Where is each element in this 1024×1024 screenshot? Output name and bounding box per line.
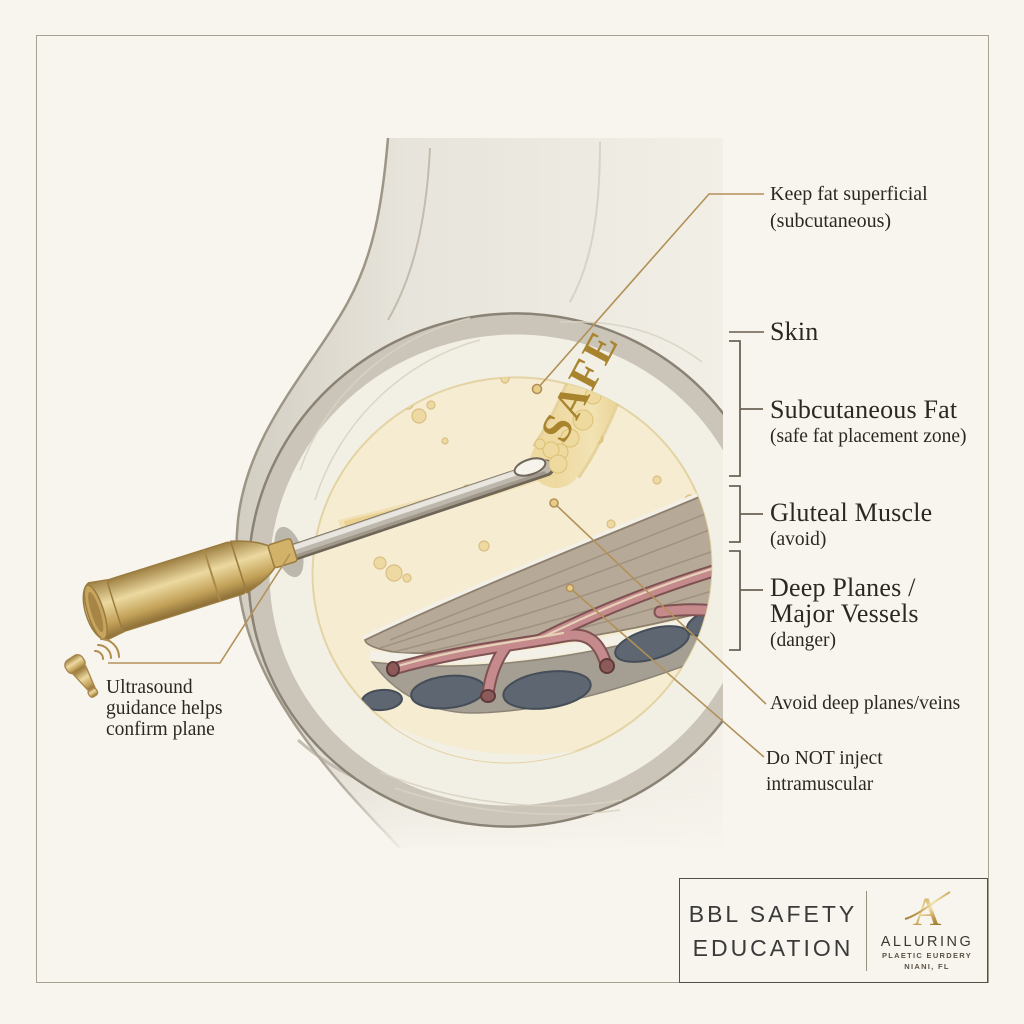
brand-location: NIANI, FL [904, 962, 950, 971]
ultrasound-probe-icon [64, 638, 120, 698]
layer-note: (danger) [770, 630, 837, 651]
annotation-ultrasound-guidance: Ultrasound guidance helps confirm plane [106, 677, 222, 740]
annotation-avoid-deep-planes: Avoid deep planes/veins [770, 693, 961, 714]
brand-logo: A ALLURING PLAETIC EURDERY NIANI, FL [867, 889, 987, 972]
layer-label: Subcutaneous Fat [770, 395, 958, 424]
deep-vessel-layer [361, 561, 723, 714]
ultrasound-waves-icon [94, 638, 120, 660]
annotation-line: guidance helps [106, 698, 223, 719]
brand-logo-monogram-icon: A [904, 889, 951, 933]
layer-note: (avoid) [770, 529, 827, 550]
annotation-line: Keep fat superficial [770, 183, 928, 205]
dermis-texture [299, 317, 703, 815]
cannula-handle [82, 538, 298, 641]
cannula-highlight [281, 461, 546, 554]
annotation-line: Ultrasound [106, 677, 193, 698]
annotation-keep-fat-superficial: Keep fat superficial (subcutaneous) [770, 181, 928, 235]
label-gluteal-muscle: Gluteal Muscle (avoid) [770, 500, 932, 551]
leader-lines [108, 193, 767, 758]
annotation-line: intramuscular [766, 774, 874, 795]
cannula [82, 438, 568, 641]
annotation-line: (subcutaneous) [770, 210, 892, 232]
leader-ultrasound [108, 553, 291, 664]
brand-subtitle: PLAETIC EURDERY [881, 951, 973, 960]
badge-title-line: EDUCATION [692, 934, 854, 961]
brand-name: ALLURING [880, 934, 974, 950]
badge-box: BBL SAFETY EDUCATION A ALLURING PLAETIC … [679, 878, 988, 983]
leader-do-not-inject [569, 587, 765, 758]
bracket-subcutaneous-fat [729, 340, 763, 477]
logo-letter: A [913, 889, 942, 933]
annotation-line: confirm plane [106, 719, 215, 740]
fat-blobs-at-tip [534, 438, 568, 474]
layer-label: Major Vessels [770, 599, 919, 628]
frame-border [36, 35, 989, 983]
logo-swoosh [904, 891, 951, 920]
annotation-do-not-inject: Do NOT inject intramuscular [766, 746, 883, 798]
cannula-shaft-body [276, 460, 552, 562]
badge-title: BBL SAFETY EDUCATION [680, 897, 866, 965]
layer-label: Gluteal Muscle [770, 498, 933, 527]
layer-note: (safe fat placement zone) [770, 426, 967, 447]
leader-keep-fat [536, 193, 764, 390]
cannula-tip-opening [513, 457, 547, 477]
bracket-gluteal-muscle [729, 485, 763, 543]
label-deep-planes-vessels: Deep Planes / Major Vessels (danger) [770, 575, 919, 652]
layer-label: Deep Planes / [770, 573, 916, 602]
vein-cross-sections [361, 607, 723, 712]
cannula-shade [283, 471, 546, 562]
bracket-deep-planes [729, 550, 763, 651]
layer-brackets [729, 331, 764, 651]
annotation-line: Do NOT inject [766, 748, 883, 769]
label-skin: Skin [770, 317, 819, 346]
leader-avoid-deep [553, 502, 767, 705]
badge-divider [866, 890, 867, 971]
artery [386, 561, 723, 703]
gluteal-muscle-layer [363, 482, 723, 656]
label-subcutaneous-fat: Subcutaneous Fat (safe fat placement zon… [770, 397, 967, 448]
badge-title-line: BBL SAFETY [688, 900, 858, 927]
